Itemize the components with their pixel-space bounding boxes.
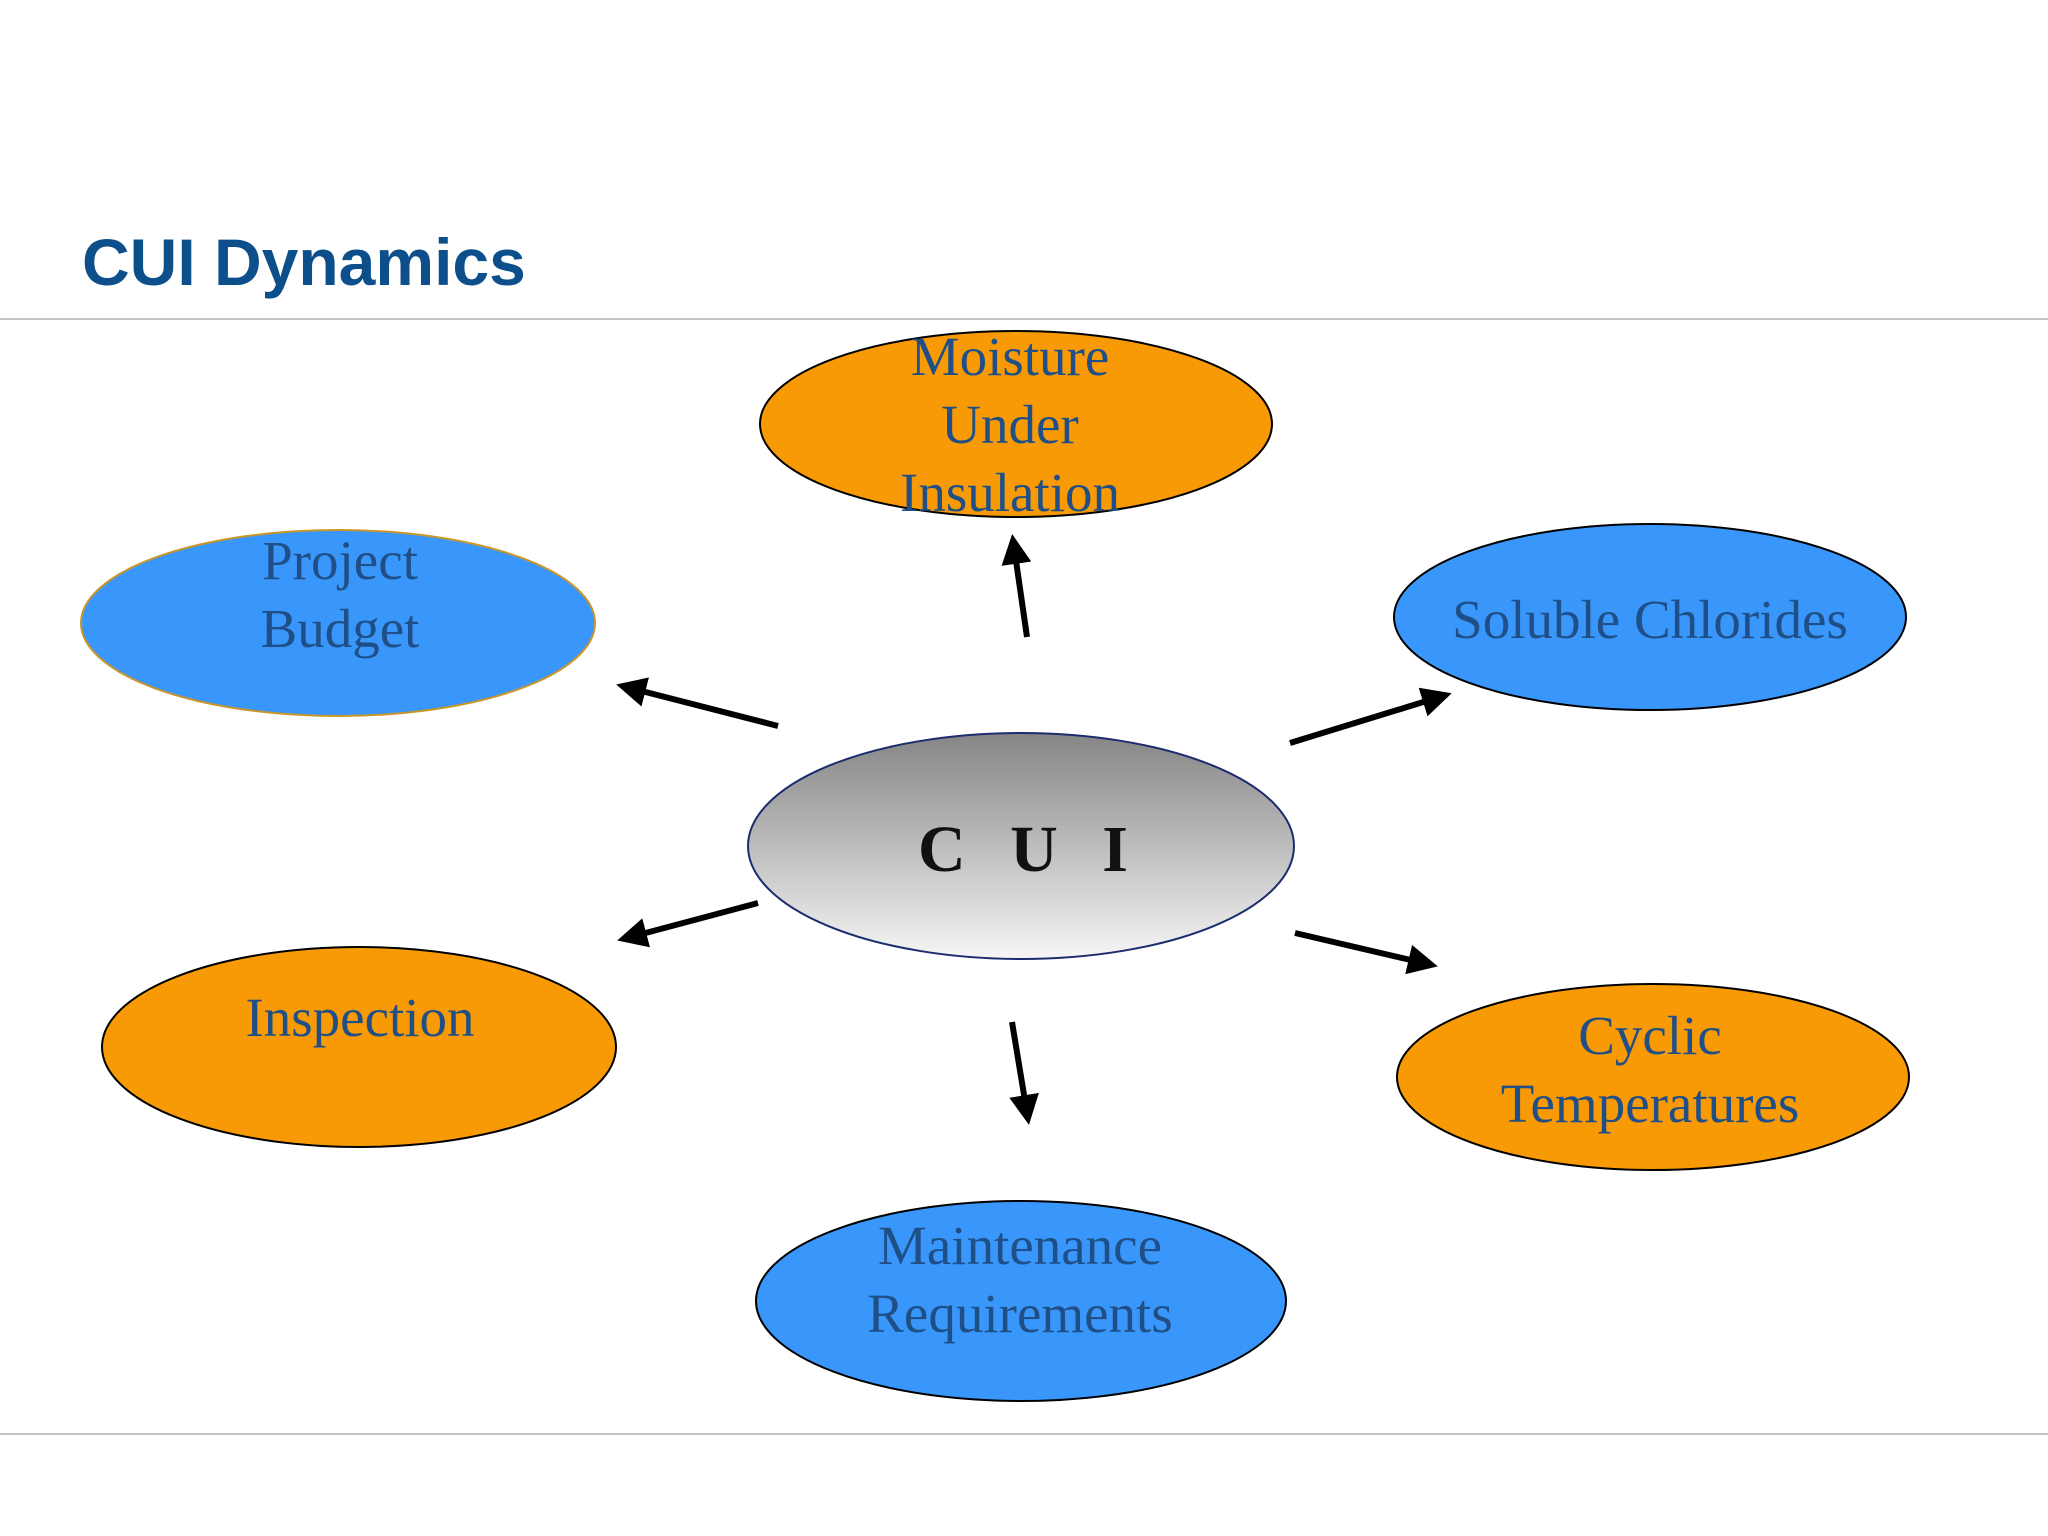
slide-title: CUI Dynamics <box>82 225 526 299</box>
node-chlorides-ellipse[interactable] <box>1393 523 1907 711</box>
arrow-to-cyclic <box>1294 930 1438 975</box>
node-moisture-ellipse[interactable] <box>759 330 1273 518</box>
arrow-to-inspection <box>617 900 759 948</box>
arrow-to-moisture <box>1001 534 1032 638</box>
node-cyclic-ellipse[interactable] <box>1396 983 1910 1171</box>
node-inspection-ellipse[interactable] <box>101 946 617 1148</box>
bottom-divider <box>0 1433 2048 1435</box>
node-cui-ellipse[interactable] <box>747 732 1295 960</box>
arrow-to-chlorides <box>1289 687 1452 746</box>
node-budget-ellipse[interactable] <box>80 529 596 717</box>
arrow-to-maintenance <box>1009 1021 1039 1125</box>
arrow-to-budget <box>616 677 779 729</box>
node-maintenance-ellipse[interactable] <box>755 1200 1287 1402</box>
top-divider <box>0 318 2048 320</box>
